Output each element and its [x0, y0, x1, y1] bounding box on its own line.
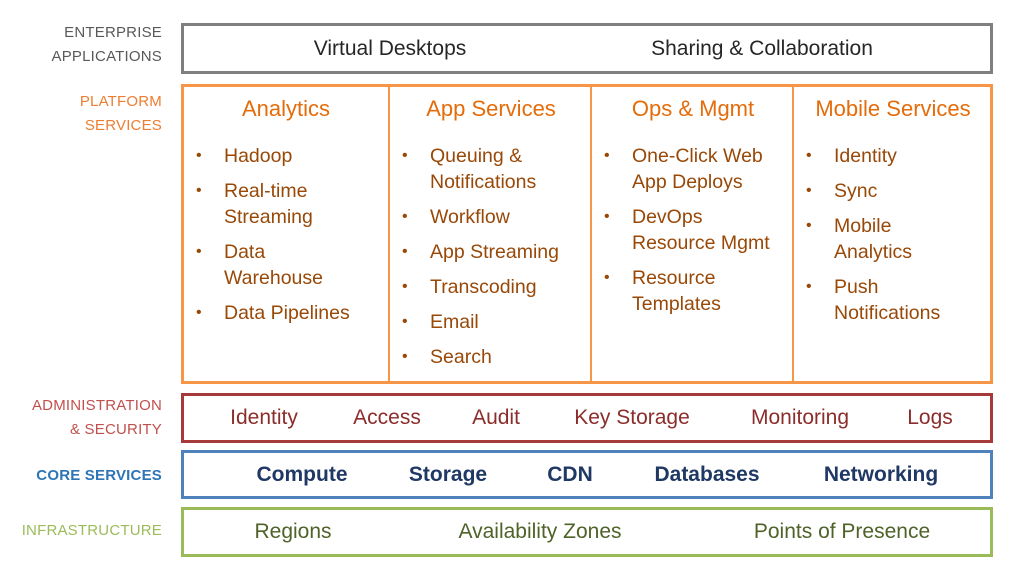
- label-line: APPLICATIONS: [51, 48, 162, 65]
- list-item-text: Sync: [834, 180, 878, 202]
- platform-column-analytics: Analytics • Hadoop • Real-time Streaming •…: [184, 87, 388, 381]
- list-item-text: App Streaming: [430, 241, 559, 263]
- platform-column-mobile-services: Mobile Services • Identity • Sync • Mobile …: [792, 87, 992, 381]
- platform-column-app-services: App Services • Queuing & Notifications • W…: [388, 87, 592, 381]
- bullet-icon: •: [806, 278, 812, 295]
- enterprise-item: Sharing & Collaboration: [651, 36, 873, 60]
- bullet-icon: •: [806, 147, 812, 164]
- list-item: • One-Click Web App Deploys: [592, 143, 772, 195]
- list-item: • Workflow: [390, 204, 592, 230]
- list-item: • Resource Templates: [592, 265, 732, 317]
- label-line: PLATFORM: [79, 93, 162, 110]
- administration-security-box: Identity Access Audit Key Storage Monito…: [181, 393, 993, 443]
- bullet-icon: •: [806, 217, 812, 234]
- list-item-text: Data Pipelines: [224, 302, 350, 324]
- bullet-icon: •: [402, 147, 408, 164]
- infrastructure-item: Regions: [254, 520, 332, 543]
- list-item-text: Queuing & Notifications: [430, 145, 537, 193]
- list-item: • Real-time Streaming: [184, 178, 314, 230]
- infrastructure-item: Points of Presence: [753, 520, 931, 543]
- platform-services-label: PLATFORM SERVICES: [80, 90, 162, 138]
- core-item: Databases: [654, 462, 760, 486]
- list-item: • DevOps Resource Mgmt: [592, 204, 782, 256]
- core-services-label: CORE SERVICES: [36, 464, 162, 488]
- list-item-text: Email: [430, 311, 479, 333]
- bullet-icon: •: [402, 208, 408, 225]
- bullet-icon: •: [196, 243, 202, 260]
- list-item: • Email: [390, 309, 592, 335]
- label-line: & SECURITY: [69, 421, 162, 438]
- list-item: • Sync: [794, 178, 992, 204]
- admin-item: Audit: [472, 406, 520, 429]
- bullet-icon: •: [402, 348, 408, 365]
- bullet-icon: •: [196, 304, 202, 321]
- core-item: CDN: [547, 462, 593, 486]
- column-title: App Services: [426, 96, 556, 121]
- list-item: • Transcoding: [390, 274, 592, 300]
- list-item-text: Search: [430, 346, 492, 368]
- admin-item: Access: [353, 406, 421, 429]
- column-list: • Queuing & Notifications • Workflow • App …: [390, 143, 592, 379]
- list-item-text: Resource Templates: [632, 267, 721, 315]
- list-item: • Hadoop: [184, 143, 388, 169]
- column-list: • Hadoop • Real-time Streaming • Data Wareh…: [184, 143, 388, 335]
- admin-item: Monitoring: [750, 406, 850, 429]
- label-line: SERVICES: [84, 117, 162, 134]
- infrastructure-box: Regions Availability Zones Points of Pre…: [181, 507, 993, 557]
- list-item-text: Identity: [834, 145, 897, 167]
- list-item-text: Transcoding: [430, 276, 537, 298]
- platform-services-box: Analytics • Hadoop • Real-time Streaming •…: [181, 84, 993, 384]
- enterprise-applications-box: Virtual Desktops Sharing & Collaboration: [181, 23, 993, 74]
- list-item: • Queuing & Notifications: [390, 143, 540, 195]
- administration-security-label: ADMINISTRATION & SECURITY: [32, 394, 162, 442]
- admin-item: Key Storage: [574, 406, 690, 429]
- bullet-icon: •: [196, 147, 202, 164]
- bullet-icon: •: [604, 147, 610, 164]
- enterprise-item: Virtual Desktops: [313, 36, 467, 60]
- bullet-icon: •: [806, 182, 812, 199]
- list-item: • Identity: [794, 143, 992, 169]
- platform-column-ops-mgmt: Ops & Mgmt • One-Click Web App Deploys • D…: [590, 87, 794, 381]
- label-line: ADMINISTRATION: [31, 397, 162, 414]
- bullet-icon: •: [604, 208, 610, 225]
- admin-item: Identity: [230, 406, 298, 429]
- bullet-icon: •: [402, 313, 408, 330]
- infrastructure-item: Availability Zones: [458, 520, 622, 543]
- list-item: • Mobile Analytics: [794, 213, 924, 265]
- core-item: Networking: [823, 462, 939, 486]
- core-services-box: Compute Storage CDN Databases Networking: [181, 450, 993, 499]
- list-item-text: One-Click Web App Deploys: [632, 145, 763, 193]
- admin-item: Logs: [907, 406, 953, 429]
- column-list: • Identity • Sync • Mobile Analytics • Push …: [794, 143, 992, 335]
- bullet-icon: •: [402, 243, 408, 260]
- label-line: ENTERPRISE: [64, 24, 162, 41]
- label-line: CORE SERVICES: [36, 467, 162, 484]
- list-item-text: DevOps Resource Mgmt: [632, 206, 770, 254]
- bullet-icon: •: [604, 269, 610, 286]
- bullet-icon: •: [196, 182, 202, 199]
- column-title: Analytics: [241, 96, 331, 121]
- list-item: • Push Notifications: [794, 274, 954, 326]
- list-item-text: Hadoop: [224, 145, 293, 167]
- enterprise-applications-label: ENTERPRISE APPLICATIONS: [52, 21, 162, 69]
- infrastructure-label: INFRASTRUCTURE: [22, 519, 162, 543]
- list-item: • Data Pipelines: [184, 300, 388, 326]
- column-list: • One-Click Web App Deploys • DevOps Resou…: [592, 143, 794, 326]
- list-item-text: Data Warehouse: [224, 241, 323, 289]
- column-title: Mobile Services: [815, 96, 971, 121]
- list-item-text: Push Notifications: [834, 276, 941, 324]
- column-title: Ops & Mgmt: [631, 96, 755, 121]
- list-item: • Data Warehouse: [184, 239, 334, 291]
- core-item: Storage: [408, 462, 488, 486]
- list-item: • Search: [390, 344, 592, 370]
- label-line: INFRASTRUCTURE: [21, 522, 162, 539]
- core-item: Compute: [256, 462, 348, 486]
- list-item-text: Real-time Streaming: [224, 180, 313, 228]
- list-item-text: Mobile Analytics: [834, 215, 913, 263]
- list-item: • App Streaming: [390, 239, 592, 265]
- bullet-icon: •: [402, 278, 408, 295]
- list-item-text: Workflow: [430, 206, 510, 228]
